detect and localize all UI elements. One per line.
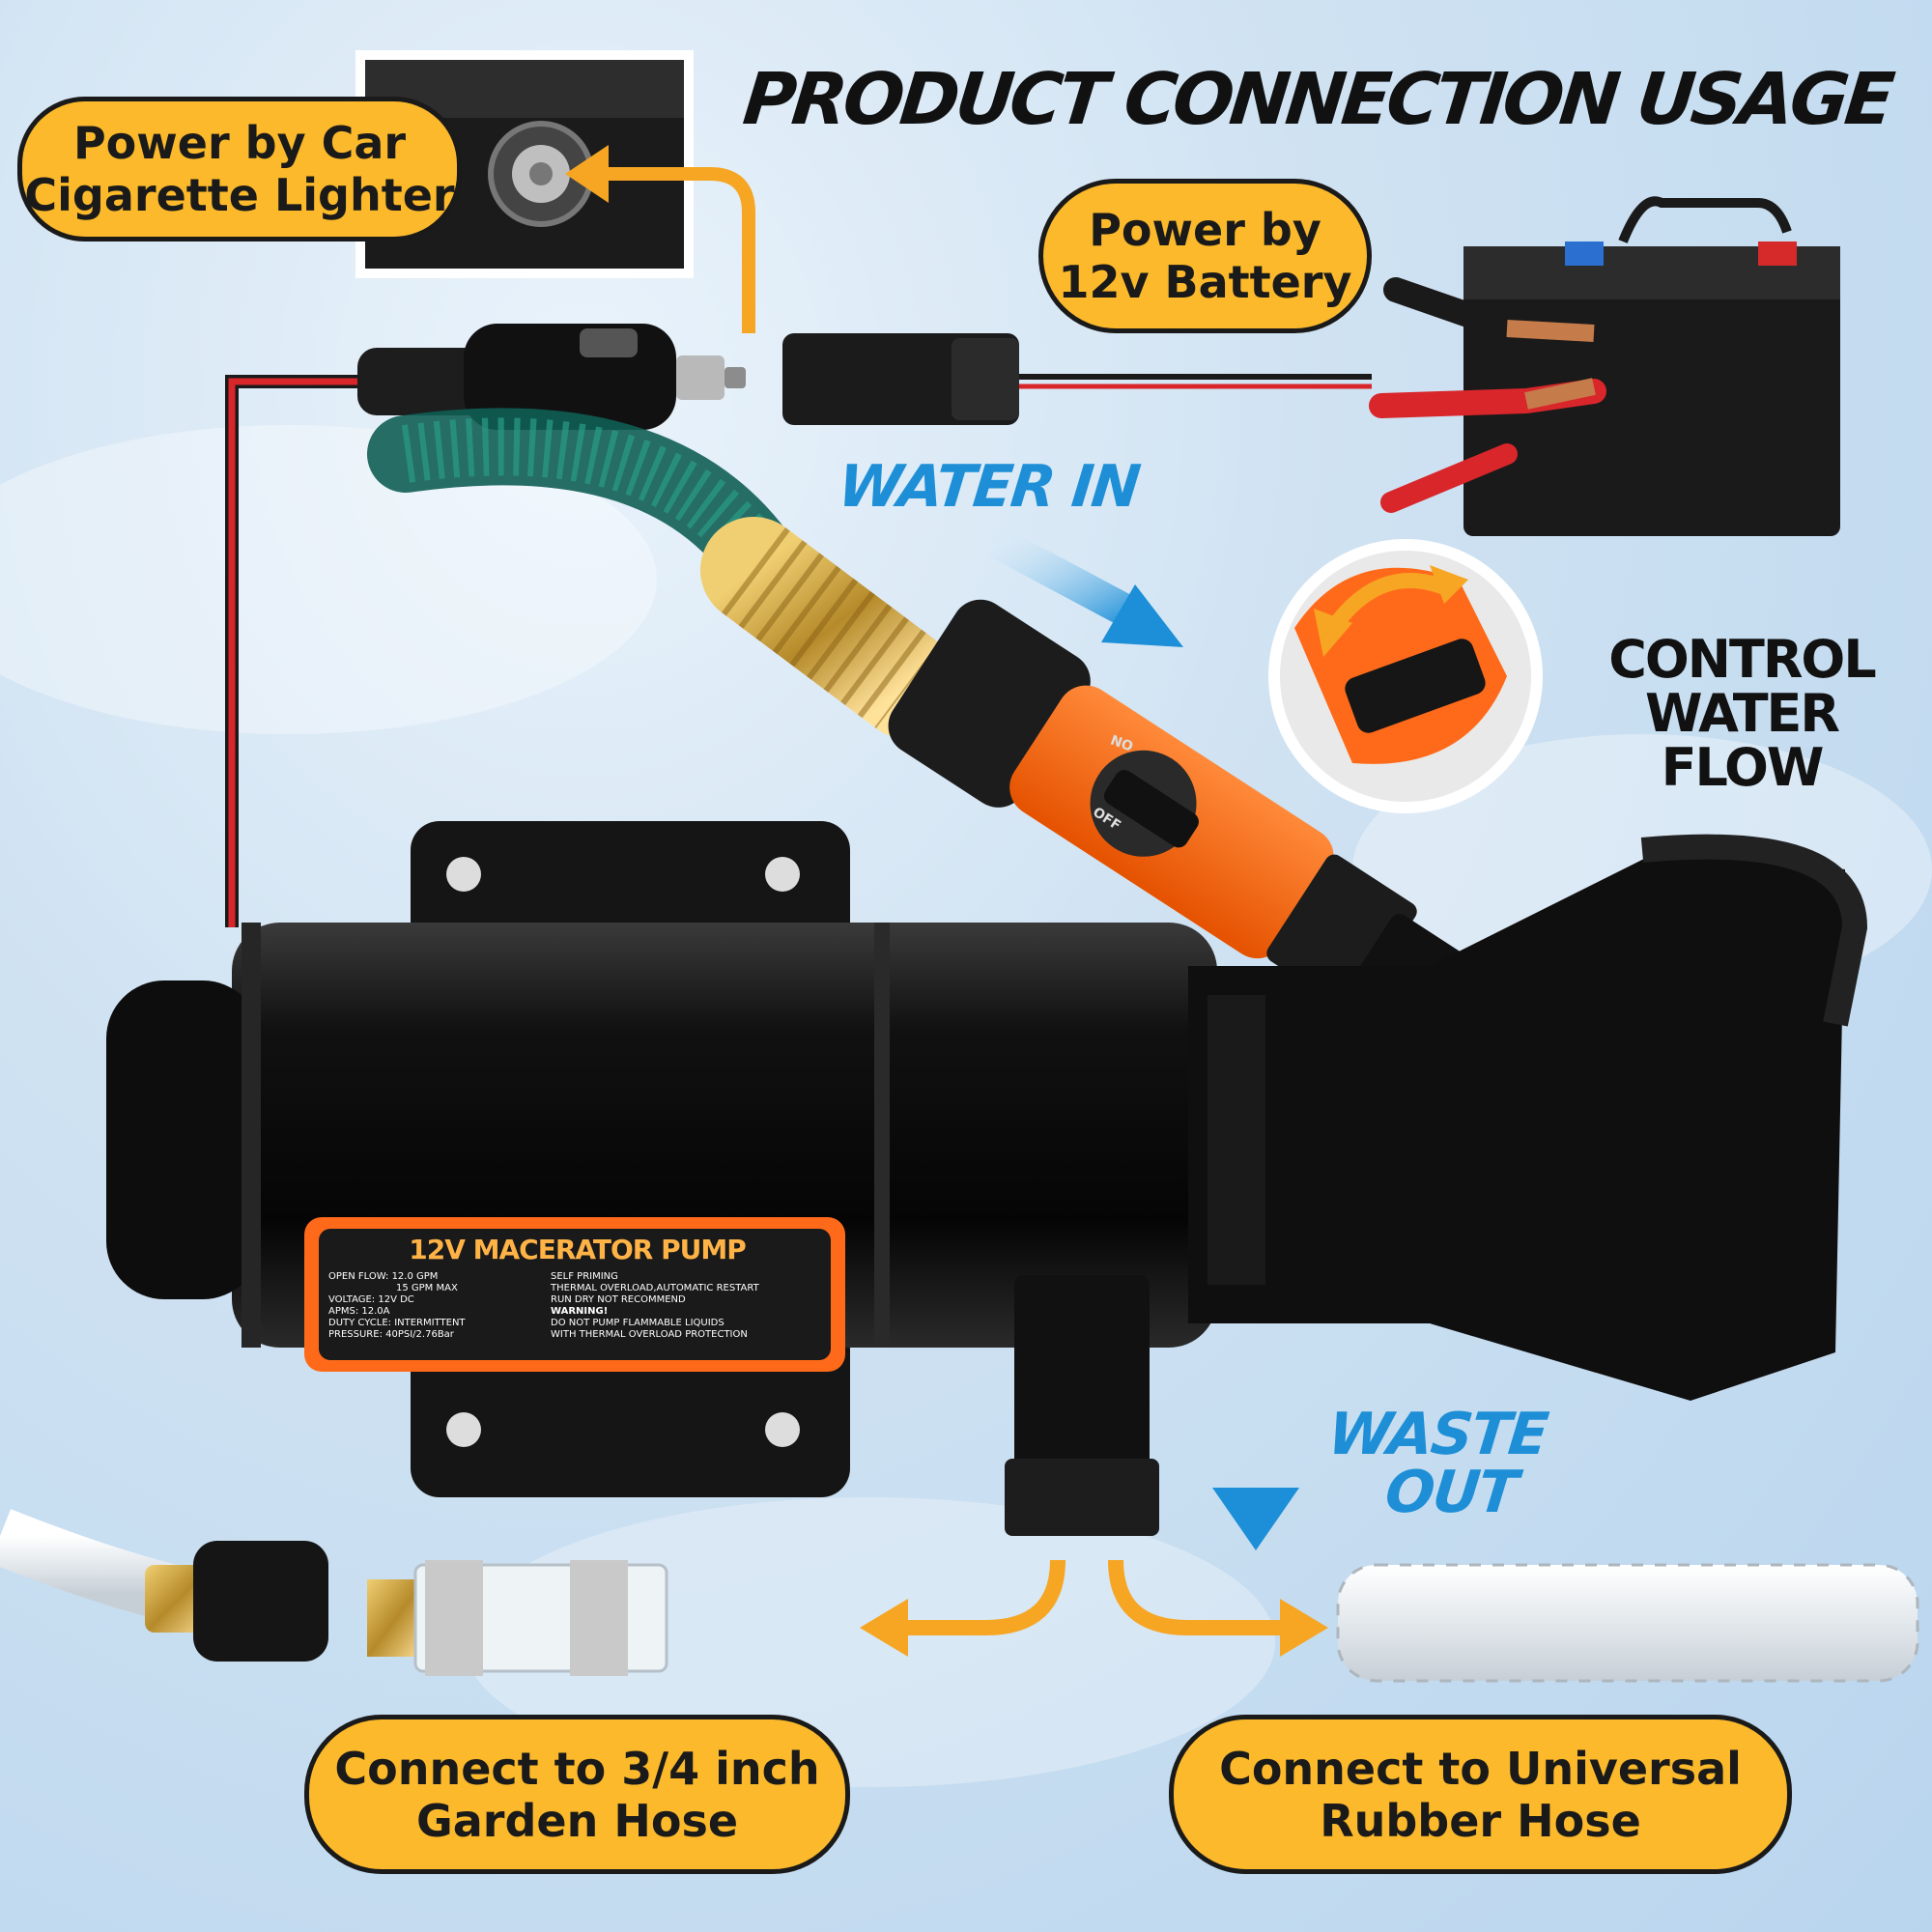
feature-line: THERMAL OVERLOAD,AUTOMATIC RESTART <box>551 1283 759 1293</box>
label-control-line1: CONTROL <box>1608 629 1876 690</box>
warning-text: WARNING! <box>551 1306 609 1317</box>
female-socket <box>782 333 1019 425</box>
spec-line: OPEN FLOW: 12.0 GPM <box>328 1271 439 1282</box>
callout-rubber-hose: Connect to Universal Rubber Hose <box>1169 1715 1792 1874</box>
page-title: PRODUCT CONNECTION USAGE <box>739 58 1895 141</box>
spec-line: APMS: 12.0A <box>328 1306 390 1317</box>
callout-garden-hose: Connect to 3/4 inch Garden Hose <box>304 1715 850 1874</box>
callout-cigarette-lighter: Power by Car Cigarette Lighter <box>17 97 462 242</box>
car-battery <box>1463 196 1840 536</box>
valve-closeup <box>1268 539 1543 813</box>
feature-line: DO NOT PUMP FLAMMABLE LIQUIDS <box>551 1318 724 1328</box>
feature-line: WITH THERMAL OVERLOAD PROTECTION <box>551 1329 748 1340</box>
spec-line: 15 GPM MAX <box>396 1283 458 1293</box>
label-water-in: WATER IN <box>835 453 1142 521</box>
rubber-hose <box>1336 1563 1919 1683</box>
garden-hose-fitting <box>0 1509 668 1676</box>
pump-features-column: SELF PRIMING THERMAL OVERLOAD,AUTOMATIC … <box>551 1271 821 1341</box>
label-waste-out-line1: WASTE <box>1324 1401 1550 1468</box>
feature-line: RUN DRY NOT RECOMMEND <box>551 1294 686 1305</box>
outlet-pipe <box>1005 1275 1159 1536</box>
feature-line: SELF PRIMING <box>551 1271 618 1282</box>
spec-line: PRESSURE: 40PSI/2.76Bar <box>328 1329 454 1340</box>
spec-line: DUTY CYCLE: INTERMITTENT <box>328 1318 466 1328</box>
label-waste-out: WASTE OUT <box>1320 1401 1550 1526</box>
pump-specs-column: OPEN FLOW: 12.0 GPM 15 GPM MAX VOLTAGE: … <box>328 1271 551 1341</box>
pump-spec-label: 12V MACERATOR PUMP OPEN FLOW: 12.0 GPM 1… <box>328 1235 826 1355</box>
cigarette-plug <box>357 324 746 430</box>
pump-head <box>1188 834 1868 1401</box>
spec-line: VOLTAGE: 12V DC <box>328 1294 414 1305</box>
callout-battery: Power by 12v Battery <box>1038 179 1372 333</box>
label-control-line2: WATER FLOW <box>1644 683 1840 798</box>
label-control-water-flow: CONTROL WATER FLOW <box>1563 633 1920 795</box>
pump-label-heading: 12V MACERATOR PUMP <box>409 1235 747 1265</box>
battery-clamps <box>1369 277 1606 513</box>
label-waste-out-line2: OUT <box>1381 1459 1520 1526</box>
